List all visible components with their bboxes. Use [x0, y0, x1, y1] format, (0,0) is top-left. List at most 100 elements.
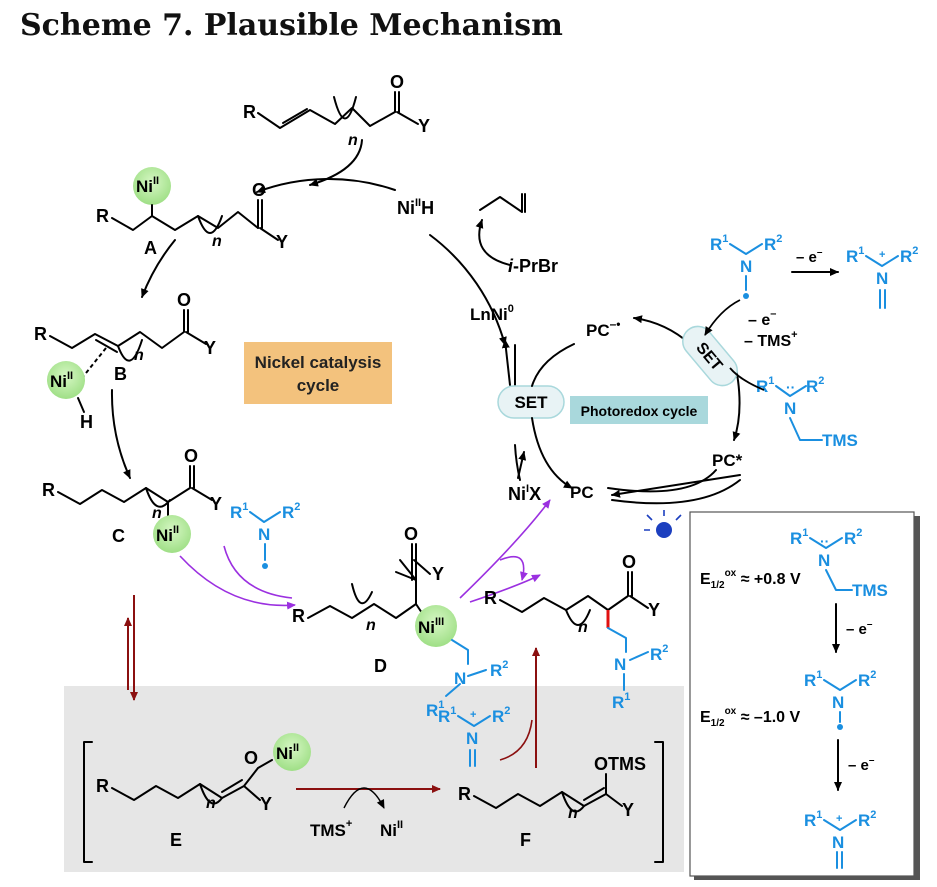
- sub-n: n: [348, 132, 358, 149]
- svg-text:O: O: [404, 524, 418, 544]
- svg-text:n: n: [152, 505, 162, 522]
- svg-text:N: N: [258, 525, 270, 544]
- set-oval-right: [682, 325, 738, 387]
- label-E: E: [170, 830, 182, 850]
- svg-text:R1: R1: [612, 691, 630, 712]
- blue-light-icon: [644, 510, 682, 538]
- svg-text:OTMS: OTMS: [594, 754, 646, 774]
- svg-text:R1: R1: [438, 705, 456, 726]
- svg-text:TMS: TMS: [822, 431, 858, 450]
- ni-sphere-B: [47, 361, 85, 399]
- svg-text:n: n: [212, 233, 222, 250]
- svg-text:n: n: [134, 347, 144, 364]
- svg-text:R1: R1: [790, 527, 808, 548]
- svg-text:Y: Y: [648, 600, 660, 620]
- pc-star: PC*: [712, 451, 743, 470]
- svg-text:Y: Y: [210, 494, 222, 514]
- svg-text:Y: Y: [204, 338, 216, 358]
- svg-text:··: ··: [820, 533, 829, 549]
- svg-text:N: N: [466, 729, 478, 748]
- svg-text:N: N: [818, 551, 830, 570]
- photoredox-box: [570, 396, 708, 424]
- nickel-cycle-label-1: Nickel catalysis: [255, 353, 382, 372]
- nickel-cycle-arc-left1: [141, 239, 176, 298]
- nickel-cycle-arc-bottom-right: [514, 444, 521, 481]
- svg-text:N: N: [614, 655, 626, 674]
- svg-text:R1: R1: [804, 669, 822, 690]
- tms-enol-panel: [64, 686, 684, 872]
- label-C: C: [112, 526, 125, 546]
- svg-text:Y: Y: [276, 232, 288, 252]
- svg-text:N: N: [832, 833, 844, 852]
- ni-sphere-D: [415, 605, 457, 647]
- svg-text:TMS+: TMS+: [310, 818, 352, 840]
- sub-R: R: [243, 102, 256, 122]
- label-F: F: [520, 830, 531, 850]
- svg-text:+: +: [470, 709, 476, 721]
- svg-text:R: R: [34, 324, 47, 344]
- svg-text:n: n: [578, 619, 588, 636]
- svg-text:+: +: [879, 249, 885, 261]
- scheme-title: Scheme 7. Plausible Mechanism: [20, 8, 563, 43]
- svg-text:R1: R1: [804, 809, 822, 830]
- svg-text:– e–: – e–: [846, 619, 873, 638]
- svg-text:R2: R2: [858, 809, 876, 830]
- svg-text:R2: R2: [844, 527, 862, 548]
- svg-text:R2: R2: [492, 705, 510, 726]
- svg-text:R2: R2: [806, 375, 824, 396]
- svg-text:NiII: NiII: [136, 175, 159, 196]
- svg-text:TMS: TMS: [852, 581, 888, 600]
- svg-text:– e–: – e–: [748, 308, 776, 329]
- label-D: D: [374, 656, 387, 676]
- svg-text:R: R: [96, 206, 109, 226]
- svg-text:N: N: [740, 257, 752, 276]
- ipr-label: i-PrBr: [508, 256, 558, 276]
- nickel-cycle-arc-right: [429, 234, 507, 346]
- svg-text:R2: R2: [900, 245, 918, 266]
- nickel-cycle-box: [244, 342, 392, 404]
- svg-text:N: N: [454, 669, 466, 688]
- svg-text:R2: R2: [282, 501, 300, 522]
- svg-text:R: R: [292, 606, 305, 626]
- svg-text:··: ··: [786, 379, 795, 395]
- svg-text:n: n: [366, 617, 376, 634]
- svg-text:O: O: [252, 180, 266, 200]
- svg-text:R1: R1: [710, 233, 728, 254]
- svg-text:N: N: [832, 693, 844, 712]
- ni-sphere-E: [273, 733, 311, 771]
- sub-O: O: [390, 72, 404, 92]
- label-A: A: [144, 238, 157, 258]
- svg-text:n: n: [568, 805, 578, 822]
- nih: NiIIH: [397, 197, 434, 218]
- label-B: B: [114, 364, 127, 384]
- svg-text:Photoredox cycle: Photoredox cycle: [581, 403, 698, 419]
- svg-text:R: R: [42, 480, 55, 500]
- svg-text:E1/2ox ≈ –1.0 V: E1/2ox ≈ –1.0 V: [700, 706, 801, 729]
- svg-text:– e–: – e–: [796, 247, 823, 266]
- svg-text:n: n: [206, 795, 216, 812]
- ni-sphere-C: [153, 515, 191, 553]
- svg-text:R: R: [484, 588, 497, 608]
- svg-text:E1/2ox ≈ +0.8 V: E1/2ox ≈ +0.8 V: [700, 568, 801, 591]
- lnni0: LnNi0: [470, 303, 514, 324]
- svg-text:NiII: NiII: [380, 819, 403, 840]
- svg-text:R1: R1: [426, 699, 444, 720]
- svg-text:O: O: [177, 290, 191, 310]
- svg-text:O: O: [244, 748, 258, 768]
- svg-text:O: O: [184, 446, 198, 466]
- ni-sphere-A: [133, 167, 171, 205]
- svg-text:R2: R2: [490, 659, 508, 680]
- pc-ground: PC: [570, 483, 594, 502]
- svg-text:R: R: [458, 784, 471, 804]
- sub-Y: Y: [418, 116, 430, 136]
- svg-text:Y: Y: [622, 800, 634, 820]
- nickel-cycle-label-2: cycle: [297, 376, 340, 395]
- nickel-cycle-arc-left2: [110, 389, 131, 479]
- svg-text:+: +: [836, 813, 842, 825]
- svg-text:NiII: NiII: [276, 742, 299, 763]
- svg-text:R: R: [96, 776, 109, 796]
- svg-text:R1: R1: [230, 501, 248, 522]
- svg-text:NiIII: NiIII: [418, 616, 444, 637]
- svg-text:R2: R2: [764, 233, 782, 254]
